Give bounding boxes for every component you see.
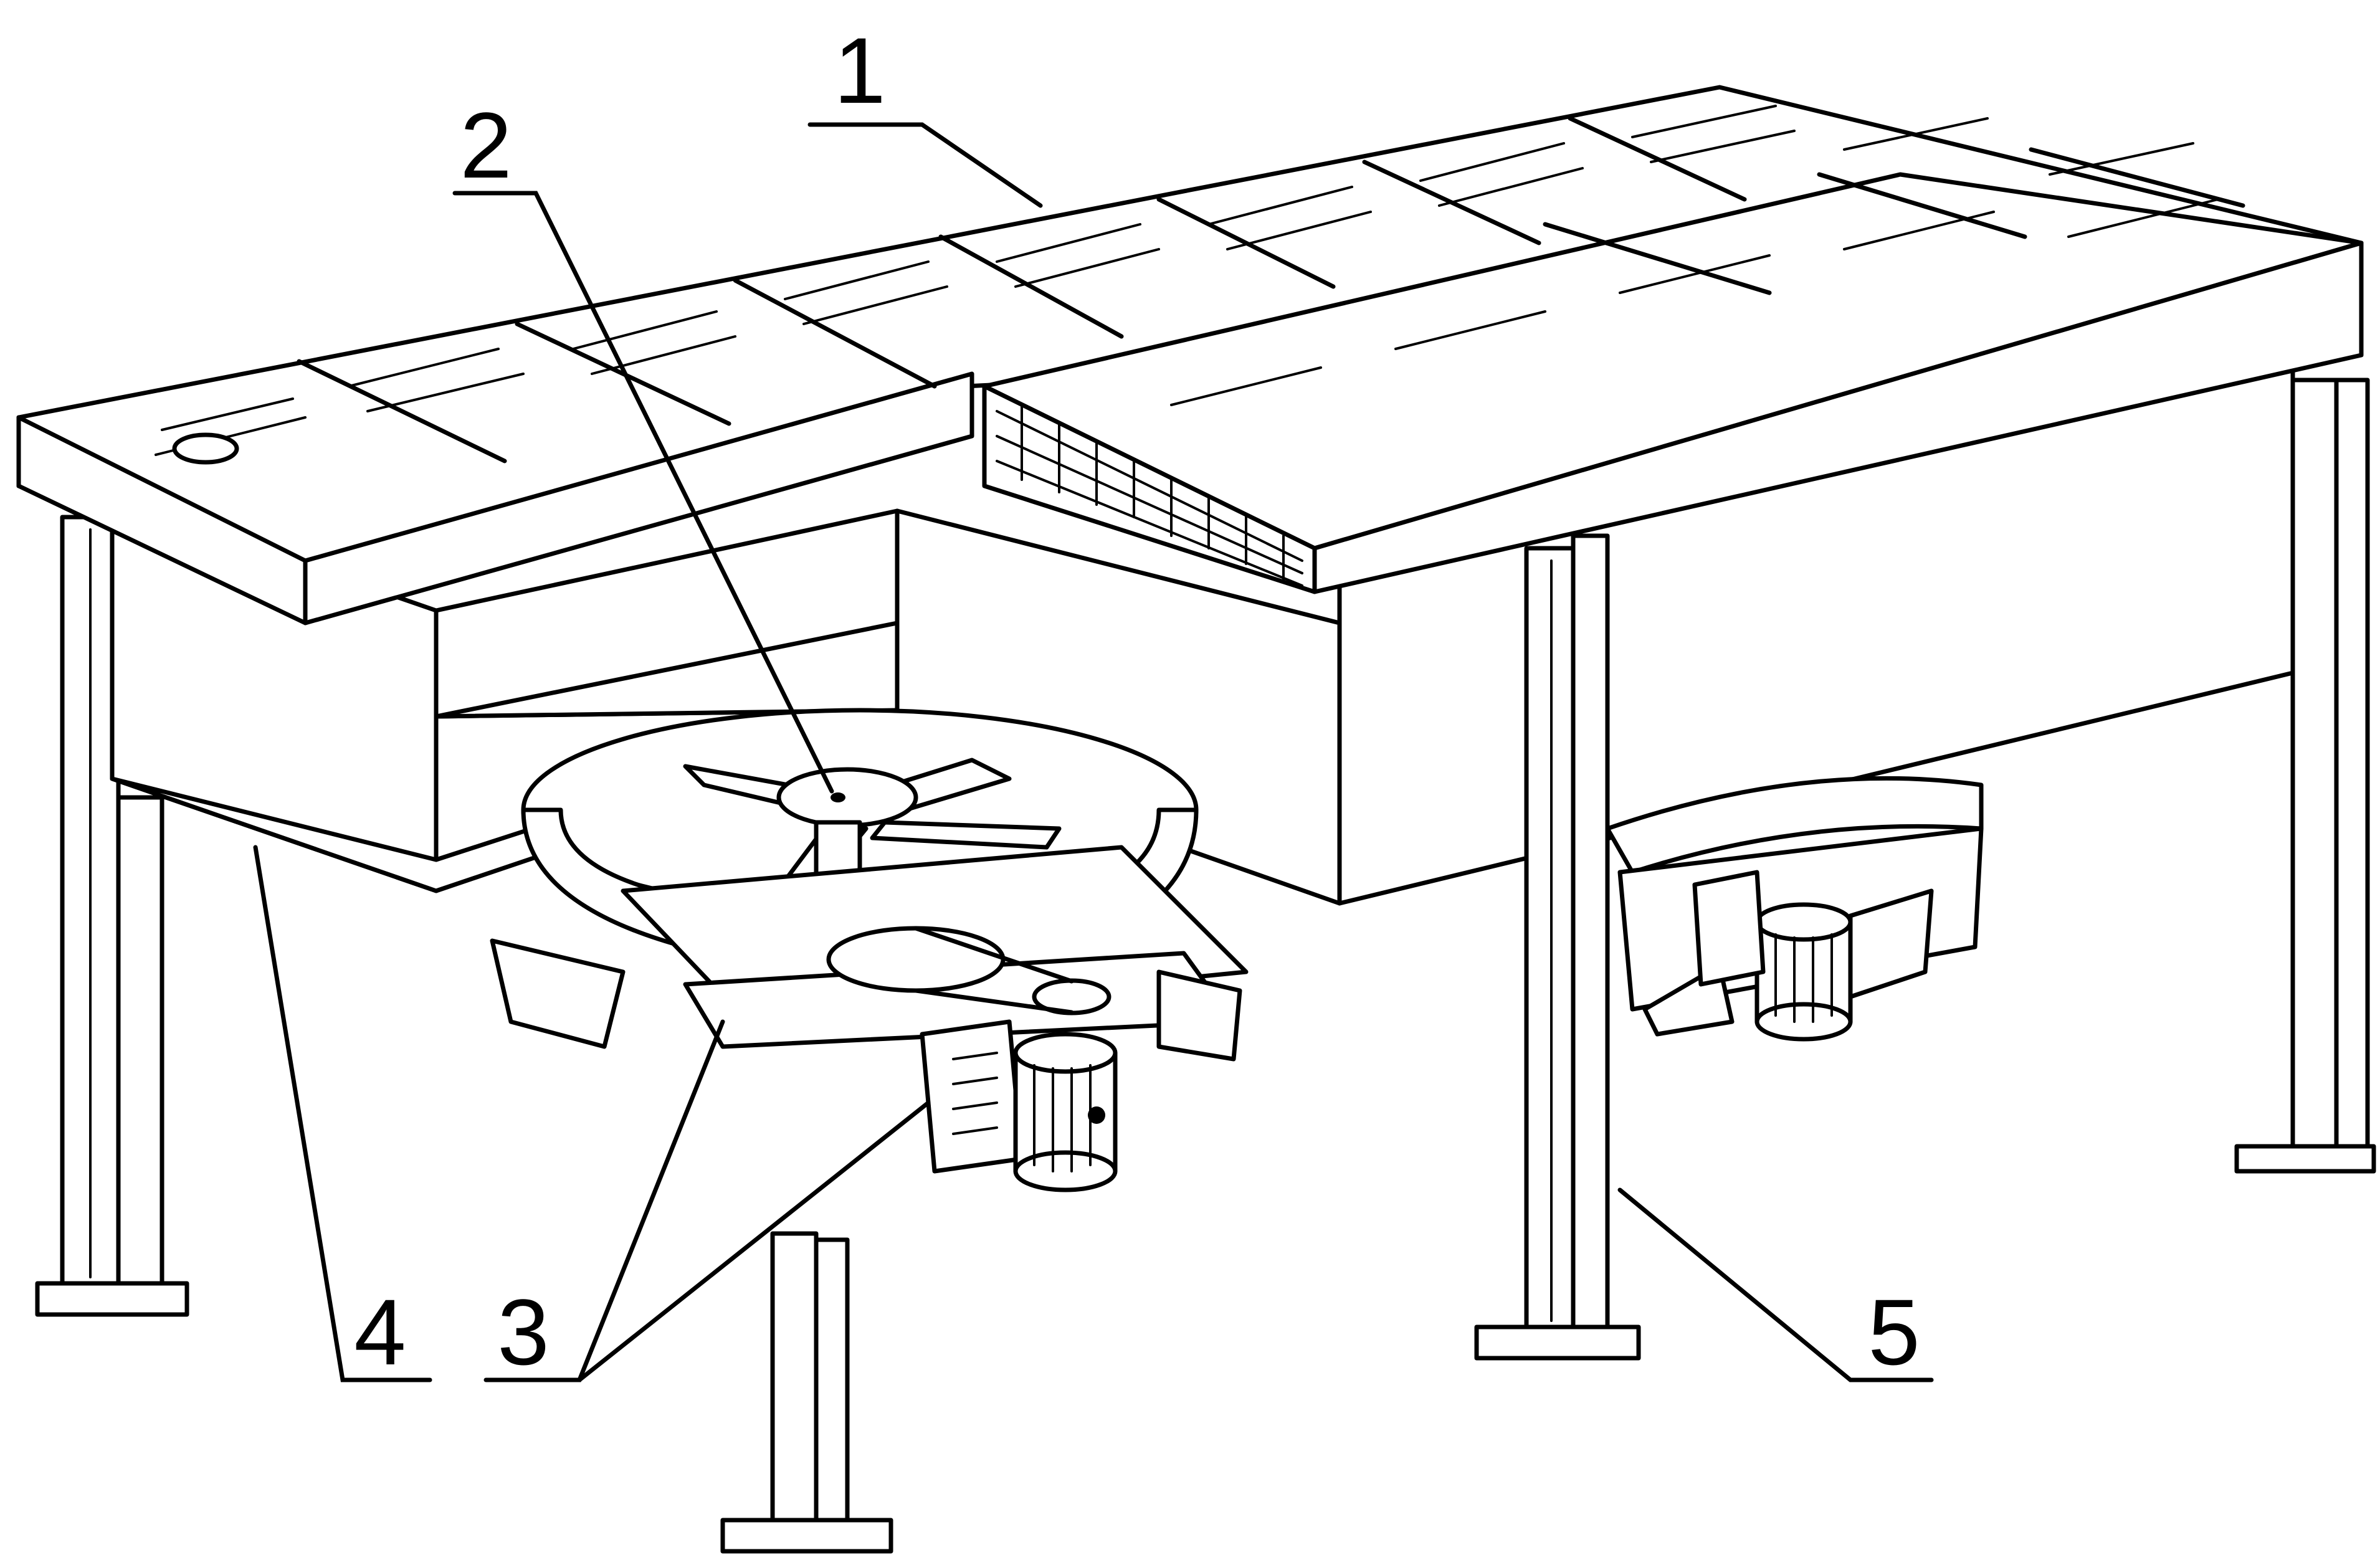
- right-back-leg: [2234, 378, 2376, 1174]
- fan-right: [1605, 776, 1984, 1042]
- leader-4: [253, 845, 432, 1382]
- support-leg-5: [1474, 533, 1641, 1361]
- drive-unit-3: [490, 845, 1249, 1192]
- leader-1: [807, 122, 1043, 208]
- leader-2: [452, 191, 834, 794]
- left-front-leg: [35, 515, 189, 1317]
- table-grid-1: [16, 85, 2364, 625]
- leader-3b: [577, 1100, 931, 1382]
- leader-5: [1617, 1187, 1934, 1382]
- label-5: 5: [1868, 1280, 1920, 1384]
- label-1: 1: [834, 18, 885, 123]
- label-3: 3: [497, 1280, 549, 1384]
- leader-lines: [253, 122, 1934, 1382]
- center-post: [720, 1231, 893, 1554]
- label-2: 2: [460, 93, 512, 197]
- callout-labels: 1 2 3 4 5: [354, 18, 1920, 1384]
- label-4: 4: [354, 1280, 406, 1384]
